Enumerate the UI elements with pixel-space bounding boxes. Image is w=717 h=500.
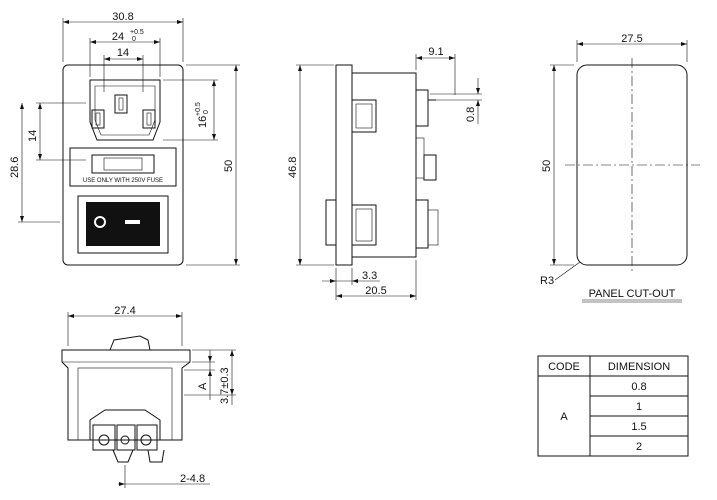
pin-earth — [114, 94, 128, 114]
dim-height-left-small: 14 — [27, 130, 39, 142]
table-header-dimension: DIMENSION — [608, 361, 670, 373]
dim-cutout-radius: R3 — [540, 275, 554, 287]
fuse-drawer — [69, 147, 177, 187]
front-view: USE ONLY WITH 250V FUSE 30.8 24 +0.5 0 1… — [9, 11, 240, 266]
fuse-label: USE ONLY WITH 250V FUSE — [83, 178, 163, 184]
table-value: 1.5 — [631, 421, 646, 433]
dim-height-overall: 50 — [223, 160, 235, 172]
pin-neutral — [142, 109, 156, 129]
dim-side-pin: 0.8 — [465, 107, 477, 122]
dim-width-inner: 14 — [117, 47, 129, 59]
table-value: 1 — [636, 401, 642, 413]
side-flange — [335, 64, 353, 266]
side-view: 46.8 9.1 0.8 3.3 20.5 — [287, 46, 482, 300]
dim-side-flange: 3.3 — [362, 270, 377, 282]
table-value: 2 — [636, 441, 642, 453]
switch-rocker — [86, 202, 160, 246]
bottom-view: 27.4 A 3.7±0.3 2-4.8 — [61, 305, 236, 488]
panel-cutout-view: 27.5 50 R3 PANEL CUT-OUT — [540, 33, 700, 303]
dim-height-inlet-tol-bot: 0 — [203, 110, 210, 114]
front-body-outline — [62, 64, 184, 266]
table-value: 0.8 — [631, 381, 646, 393]
dim-bottom-width: 27.4 — [114, 305, 135, 317]
bottom-rocker — [109, 335, 151, 351]
iec-inlet-inner — [94, 85, 156, 136]
dim-height-inlet-tol-top: +0.5 — [195, 102, 202, 116]
table-code: A — [560, 411, 568, 423]
dim-width-overall: 30.8 — [112, 11, 133, 23]
dim-bottom-panel-range: 2-4.8 — [180, 473, 205, 485]
bottom-body-outline — [61, 349, 191, 441]
table-header-code: CODE — [548, 361, 580, 373]
dim-width-inlet-tol-bot: 0 — [132, 36, 136, 43]
dimension-table: CODE DIMENSION A 0.8 1 1.5 2 — [537, 355, 689, 457]
dim-bottom-clip: 3.7±0.3 — [219, 367, 231, 404]
dim-side-height: 46.8 — [287, 157, 299, 178]
fuse-body — [91, 154, 155, 174]
dim-height-inlet: 16 — [197, 116, 209, 128]
dim-cutout-width: 27.5 — [621, 33, 642, 45]
dim-width-inlet-tol-top: +0.5 — [130, 29, 144, 36]
dim-cutout-height: 50 — [541, 160, 553, 172]
iec-inlet-outline — [89, 79, 161, 141]
switch-off-symbol — [94, 216, 106, 228]
cutout-title: PANEL CUT-OUT — [589, 288, 676, 300]
pin-live — [91, 109, 105, 129]
dim-side-top-width: 9.1 — [428, 46, 443, 58]
dim-height-left-big: 28.6 — [9, 157, 21, 178]
switch-on-symbol — [125, 220, 140, 224]
dim-width-inlet: 24 — [112, 31, 124, 43]
side-clip — [325, 199, 337, 246]
dim-bottom-panel: A — [197, 382, 209, 390]
switch-bezel — [77, 195, 169, 254]
side-body — [351, 72, 417, 258]
dim-side-depth: 20.5 — [365, 285, 386, 297]
